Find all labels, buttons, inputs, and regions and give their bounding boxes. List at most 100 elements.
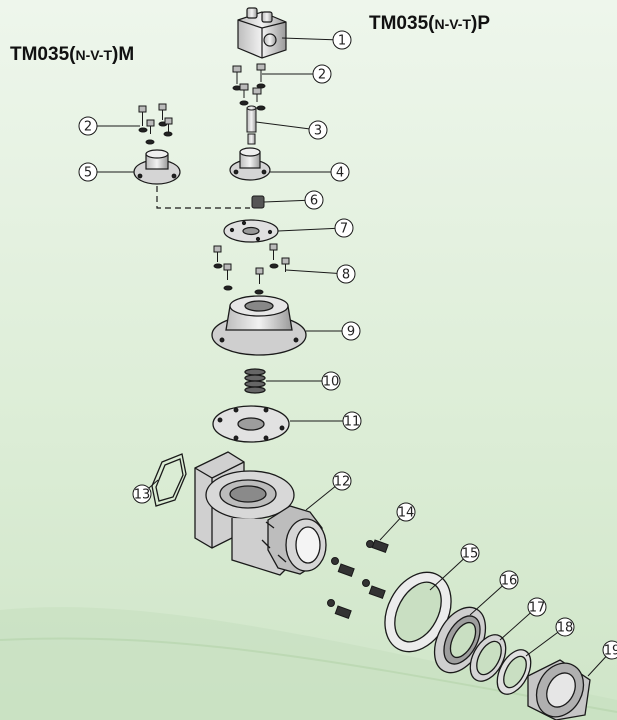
callout-bubble-19 bbox=[602, 640, 617, 660]
callout-number-9: 9 bbox=[347, 325, 355, 340]
callout-leader-19 bbox=[587, 656, 607, 677]
callout-number-17: 17 bbox=[529, 601, 546, 616]
part-8-screws bbox=[213, 243, 290, 295]
callout-leader-12 bbox=[305, 486, 336, 511]
part-2-screws-left bbox=[138, 103, 173, 145]
callout-12: 12 bbox=[305, 471, 352, 511]
callout-bubble-6 bbox=[304, 190, 324, 210]
callout-bubble-8 bbox=[336, 264, 356, 284]
callout-number-18: 18 bbox=[557, 621, 574, 636]
part-17-o-ring bbox=[469, 634, 507, 682]
callout-number-3: 3 bbox=[314, 124, 322, 139]
callout-bubble-4 bbox=[330, 162, 350, 182]
callout-6: 6 bbox=[263, 190, 324, 210]
model-title-p: TM035(N-V-T)P bbox=[369, 13, 490, 35]
callout-leader-6 bbox=[263, 199, 306, 203]
callout-11: 11 bbox=[290, 411, 362, 431]
model-title-p-variant: N-V-T bbox=[434, 16, 472, 32]
part-13-gasket bbox=[151, 453, 187, 507]
part-7-small-diaphragm bbox=[223, 219, 279, 243]
callout-bubble-18 bbox=[555, 617, 575, 637]
part-2-screws-right bbox=[232, 63, 266, 111]
model-title-p-prefix: TM035( bbox=[369, 13, 435, 34]
callout-bubble-15 bbox=[460, 543, 480, 563]
part-3-plunger bbox=[246, 105, 257, 145]
callout-5: 5 bbox=[78, 162, 134, 182]
callout-number-8: 8 bbox=[342, 268, 350, 283]
callout-14: 14 bbox=[379, 502, 416, 541]
part-18-ring bbox=[496, 649, 532, 695]
callout-number-12: 12 bbox=[334, 475, 351, 490]
callout-number-4: 4 bbox=[336, 166, 344, 181]
callout-3: 3 bbox=[255, 120, 328, 140]
callout-bubble-16 bbox=[499, 570, 519, 590]
callout-15: 15 bbox=[429, 543, 480, 591]
callout-bubble-7 bbox=[334, 218, 354, 238]
callout-bubble-2 bbox=[312, 64, 332, 84]
model-title-m: TM035(N-V-T)M bbox=[10, 44, 134, 66]
callout-leader-16 bbox=[469, 585, 503, 616]
callout-leader-15 bbox=[429, 558, 464, 591]
background-swoosh bbox=[0, 607, 617, 720]
callout-bubble-9 bbox=[341, 321, 361, 341]
callout-19: 19 bbox=[587, 640, 617, 677]
callout-2: 2 bbox=[262, 64, 332, 84]
callout-leader-1 bbox=[281, 37, 334, 41]
model-title-p-suffix: )P bbox=[471, 13, 491, 34]
alternate-assembly-dashed-line bbox=[156, 186, 250, 209]
part-4-coil-base bbox=[229, 147, 271, 181]
callout-number-10: 10 bbox=[323, 375, 340, 390]
callout-bubble-17 bbox=[527, 597, 547, 617]
callout-2: 2 bbox=[78, 116, 140, 136]
callout-1: 1 bbox=[281, 30, 352, 50]
part-1-solenoid-coil bbox=[237, 7, 287, 59]
callout-leader-14 bbox=[379, 518, 401, 541]
callout-9: 9 bbox=[306, 321, 361, 341]
callout-number-7: 7 bbox=[340, 222, 348, 237]
callout-leader-18 bbox=[525, 631, 559, 657]
callout-leader-8 bbox=[285, 269, 338, 274]
callout-number-5: 5 bbox=[84, 166, 92, 181]
callout-13: 13 bbox=[132, 479, 159, 504]
callout-bubble-14 bbox=[396, 502, 416, 522]
part-19-end-connector bbox=[527, 659, 591, 720]
callout-number-11: 11 bbox=[344, 415, 361, 430]
callout-4: 4 bbox=[270, 162, 350, 182]
callout-8: 8 bbox=[285, 264, 356, 284]
part-15-gasket-ring bbox=[384, 571, 452, 653]
callout-bubble-10 bbox=[321, 371, 341, 391]
callout-bubble-3 bbox=[308, 120, 328, 140]
callout-number-6: 6 bbox=[310, 194, 318, 209]
part-6-insert bbox=[251, 195, 265, 209]
callout-leader-17 bbox=[499, 612, 531, 641]
callout-18: 18 bbox=[525, 617, 575, 657]
callout-number-2: 2 bbox=[318, 68, 326, 83]
part-14-bolts bbox=[327, 539, 389, 619]
callout-bubble-1 bbox=[332, 30, 352, 50]
model-title-m-suffix: )M bbox=[112, 44, 135, 65]
callout-number-13: 13 bbox=[134, 488, 151, 503]
callout-17: 17 bbox=[499, 597, 547, 641]
callout-bubble-2 bbox=[78, 116, 98, 136]
callout-leader-3 bbox=[255, 121, 310, 130]
part-5-manual-base bbox=[133, 149, 181, 185]
callout-bubble-5 bbox=[78, 162, 98, 182]
callout-number-14: 14 bbox=[398, 506, 415, 521]
callout-leader-13 bbox=[148, 479, 159, 489]
part-12-valve-body bbox=[194, 451, 327, 576]
part-11-diaphragm bbox=[212, 405, 290, 443]
model-title-m-variant: N-V-T bbox=[75, 47, 113, 63]
callout-leader-7 bbox=[277, 227, 336, 232]
callout-number-1: 1 bbox=[338, 34, 346, 49]
callout-number-19: 19 bbox=[604, 644, 617, 659]
callout-7: 7 bbox=[277, 218, 354, 238]
callout-number-16: 16 bbox=[501, 574, 518, 589]
callout-bubble-11 bbox=[342, 411, 362, 431]
part-9-bonnet bbox=[211, 295, 307, 356]
model-title-m-prefix: TM035( bbox=[10, 44, 76, 65]
callout-16: 16 bbox=[469, 570, 519, 616]
callout-number-2: 2 bbox=[84, 120, 92, 135]
part-10-spring bbox=[244, 368, 266, 394]
